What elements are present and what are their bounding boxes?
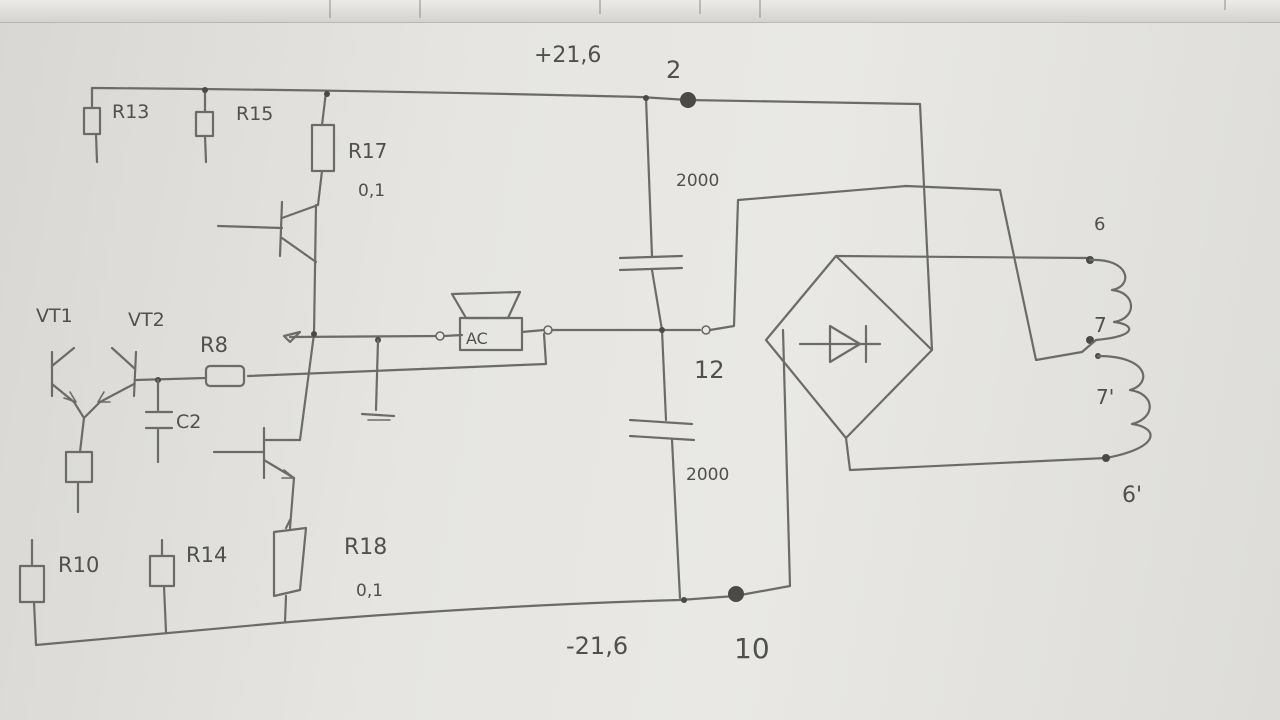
label-r14: R14 [186, 543, 227, 567]
resistor-emitter [64, 450, 94, 514]
capacitor-bottom [628, 327, 696, 603]
label-vt2: VT2 [128, 309, 165, 331]
label-vt1: VT1 [36, 305, 73, 327]
label-v-neg: -21,6 [566, 632, 628, 660]
label-node-12: 12 [694, 356, 725, 384]
label-r13: R13 [112, 101, 149, 123]
label-r17: R17 [348, 139, 387, 163]
resistor-r10 [18, 538, 46, 647]
transistor-vt2 [72, 346, 138, 454]
label-tap-6p: 6' [1122, 483, 1142, 508]
label-r10: R10 [58, 553, 99, 577]
ac-device: AC [246, 290, 711, 378]
transistor-lower [212, 426, 302, 530]
label-tap-6: 6 [1094, 214, 1105, 235]
capacitor-c2 [144, 378, 174, 464]
node-12-wire [708, 184, 1084, 362]
terminal-2 [680, 92, 696, 108]
resistor-r18 [272, 518, 308, 624]
positive-rail-wire [90, 86, 934, 352]
label-tap-7p: 7' [1096, 385, 1114, 409]
ac-signal-path [282, 330, 464, 421]
resistor-r17 [310, 90, 336, 207]
label-r18: R18 [344, 535, 387, 560]
label-node-10: 10 [734, 632, 770, 665]
label-r15: R15 [236, 103, 273, 125]
label-tap-7: 7 [1094, 313, 1107, 337]
label-r8: R8 [200, 333, 228, 357]
ac-label: AC [466, 329, 488, 348]
label-c2: C2 [176, 411, 201, 433]
resistor-r15 [194, 87, 215, 164]
label-node-2: 2 [666, 56, 681, 84]
underlying-paper-edge [0, 0, 1280, 23]
transformer-winding [1080, 256, 1152, 462]
resistor-r14 [148, 538, 176, 634]
output-node-wire [298, 203, 318, 442]
terminal-10 [728, 586, 744, 602]
resistor-r8 [134, 364, 246, 388]
label-r17-value: 0,1 [358, 181, 385, 201]
resistor-r13 [82, 86, 102, 164]
label-r18-value: 0,1 [356, 581, 383, 601]
label-cap-bottom: 2000 [686, 465, 729, 485]
capacitor-top [618, 95, 684, 332]
diode-bridge [764, 254, 1108, 472]
background-sheet-lines [329, 0, 1226, 18]
transistor-vt1 [50, 346, 77, 404]
transistor-upper [216, 200, 320, 264]
label-v-pos: +21,6 [534, 43, 601, 68]
negative-rail-wire [34, 328, 792, 647]
label-cap-top: 2000 [676, 171, 719, 191]
